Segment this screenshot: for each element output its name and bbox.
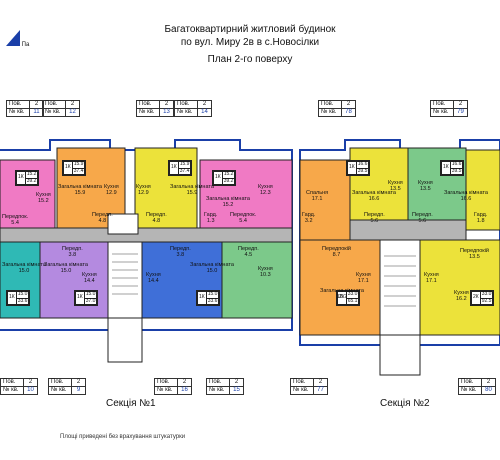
- room-label: Передп.5.6: [412, 212, 433, 224]
- apt-table-bottom-3: Пов.2 № кв.16: [154, 378, 192, 395]
- logo: Па: [6, 30, 29, 48]
- apt-table-bottom-4: Пов.2 № кв.15: [206, 378, 244, 395]
- stairs-2: [379, 239, 421, 336]
- plan-title: План 2-го поверху: [207, 54, 293, 65]
- room-label: Передп.3.8: [62, 246, 83, 258]
- logo-text: Па: [21, 42, 30, 48]
- corridor-1: [0, 227, 293, 243]
- room-label: Передпок.5.4: [2, 214, 29, 226]
- room-orange-3: [299, 239, 381, 336]
- room-teal-1: [0, 241, 41, 319]
- room-label: Гард.1.3: [204, 212, 218, 224]
- room-yellow-3: [465, 149, 500, 231]
- room-label: Передпок.5.4: [230, 212, 257, 224]
- apt-table-bottom-2: Пов.2 № кв.9: [48, 378, 86, 395]
- room-green-1: [221, 241, 293, 319]
- room-label: Гард.3.2: [302, 212, 316, 224]
- room-label: Передп.3.8: [170, 246, 191, 258]
- title-line-2: по вул. Миру 2в в с.Новосілки: [180, 37, 320, 48]
- section-2-title: Секція №2: [380, 398, 430, 409]
- apt-table-top-5: Пов.2 № кв.78: [318, 100, 356, 117]
- apt-table-top-6: Пов.2 № кв.79: [430, 100, 468, 117]
- room-label: Передп.5.6: [364, 212, 385, 224]
- footnote: Площі приведені без врахування штукатурк…: [60, 434, 186, 440]
- room-yellow-4: [419, 239, 500, 336]
- room-label: Передп.4.8: [146, 212, 167, 224]
- room-label: Передп.4.8: [92, 212, 113, 224]
- room-label: Гард.1.8: [474, 212, 488, 224]
- apt-table-bottom-6: Пов.2 № кв.80: [458, 378, 496, 395]
- section-1-title: Секція №1: [106, 398, 156, 409]
- apt-table-top-4: Пов.2 № кв.14: [174, 100, 212, 117]
- apt-table-top-1: Пов.2 № кв.11: [6, 100, 44, 117]
- apt-table-bottom-1: Пов.2 № кв.10: [0, 378, 38, 395]
- entrance-2: [379, 334, 421, 376]
- lift-1: [107, 213, 139, 235]
- title-line-1: Багатоквартирний житловий будинок: [164, 24, 336, 35]
- entrance-1: [107, 317, 143, 363]
- room-green-2: [407, 147, 467, 221]
- apt-table-bottom-5: Пов.2 № кв.77: [290, 378, 328, 395]
- apt-table-top-3: Пов.2 № кв.13: [136, 100, 174, 117]
- apt-table-top-2: Пов.2 № кв.12: [42, 100, 80, 117]
- room-label: Передп.4.5: [238, 246, 259, 258]
- stairs-1: [107, 241, 143, 319]
- room-orange-2: [299, 159, 351, 241]
